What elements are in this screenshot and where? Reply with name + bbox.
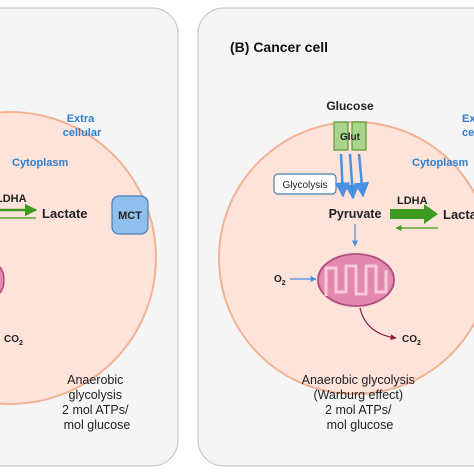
right-ldha-forward-arrow bbox=[390, 204, 438, 224]
right-lactate-label: Lacta bbox=[443, 207, 474, 222]
o2-label: O2 bbox=[274, 274, 286, 287]
glycolysis-arrow-1 bbox=[334, 153, 350, 198]
right-extracellular-label: Extr cel bbox=[462, 113, 474, 139]
glut-transporter: Glut bbox=[333, 121, 367, 151]
left-ldha-label: LDHA bbox=[0, 193, 27, 205]
right-panel: (B) Cancer cell Glucose Glut Extr cel Cy… bbox=[197, 7, 474, 467]
glucose-label: Glucose bbox=[326, 99, 374, 113]
right-ldha-label: LDHA bbox=[397, 195, 428, 207]
left-extracellular-label: Extra cellular bbox=[63, 113, 102, 139]
right-cytoplasm-label: Cytoplasm bbox=[412, 157, 468, 169]
left-panel: Extra cellular Cytoplasm LDHA Lactate MC… bbox=[0, 7, 179, 467]
right-panel-title: (B) Cancer cell bbox=[230, 39, 328, 55]
left-caption: Anaerobic glycolysis 2 mol ATPs/ mol glu… bbox=[62, 373, 132, 432]
left-cytoplasm-label: Cytoplasm bbox=[12, 157, 68, 169]
glycolysis-box: Glycolysis bbox=[273, 173, 337, 195]
co2-arrow bbox=[359, 307, 397, 341]
left-cell-membrane bbox=[0, 111, 157, 405]
mct-label: MCT bbox=[118, 210, 142, 222]
left-lactate-label: Lactate bbox=[42, 206, 88, 221]
pyruvate-label: Pyruvate bbox=[329, 207, 382, 221]
glycolysis-arrow-3 bbox=[354, 153, 370, 198]
left-mitochondrion bbox=[0, 263, 5, 297]
right-mitochondrion bbox=[317, 253, 395, 307]
right-co2-label: CO2 bbox=[402, 334, 421, 347]
left-co2-label: CO2 bbox=[4, 334, 23, 347]
glut-label: Glut bbox=[340, 132, 361, 143]
right-caption: Anaerobic glycolysis (Warburg effect) 2 … bbox=[302, 373, 419, 432]
glycolysis-arrow-2 bbox=[344, 153, 360, 200]
mct-transporter: MCT bbox=[111, 195, 149, 235]
glycolysis-label: Glycolysis bbox=[282, 180, 327, 191]
mito-cristae bbox=[324, 264, 388, 296]
